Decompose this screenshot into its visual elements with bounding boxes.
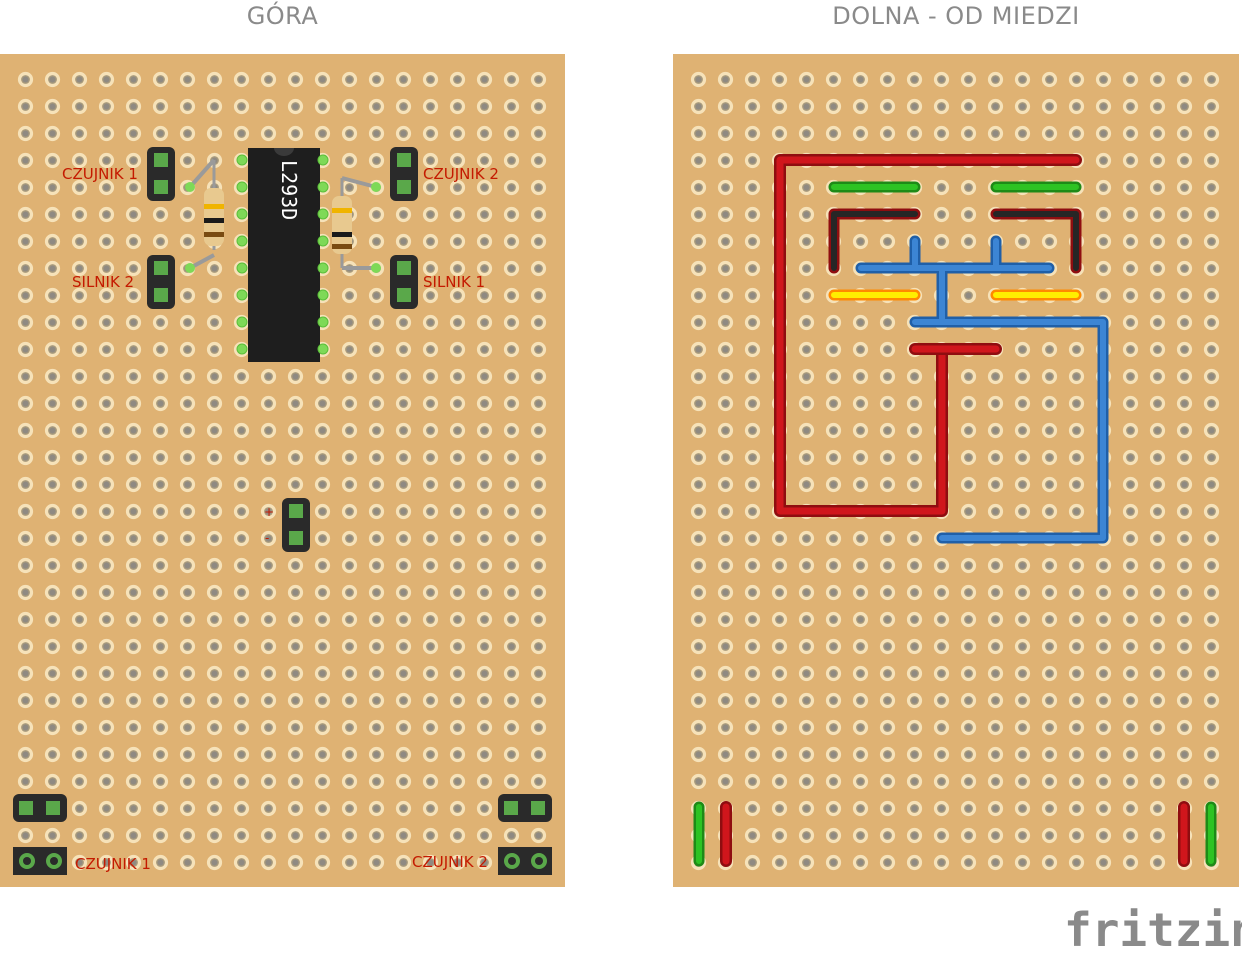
label-plus: + [264, 505, 274, 519]
bottom-board-holes [685, 66, 1225, 876]
header-czujnik1[interactable] [147, 147, 175, 201]
label-silnik2: SILNIK 2 [72, 273, 134, 291]
label-czujnik1-bottom: CZUJNIK 1 [75, 855, 151, 873]
resistor-left[interactable] [185, 158, 224, 273]
label-czujnik2: CZUJNIK 2 [423, 165, 499, 183]
chip-pins [236, 154, 329, 355]
fritzing-logo: fritzing [1064, 903, 1242, 957]
label-silnik1: SILNIK 1 [423, 273, 485, 291]
label-minus: - [265, 531, 269, 545]
label-czujnik1: CZUJNIK 1 [62, 165, 138, 183]
trace-blue[interactable] [855, 235, 1109, 544]
bottom-board [673, 54, 1239, 887]
top-board: L293D [0, 54, 565, 887]
header-silnik1[interactable] [390, 255, 418, 309]
bottom-side-title: DOLNA - OD MIEDZI [832, 2, 1080, 30]
header-power[interactable] [282, 498, 310, 552]
header-bottom-right-top[interactable] [498, 794, 552, 822]
header-czujnik2[interactable] [390, 147, 418, 201]
connector-czujnik2-bottom[interactable] [498, 847, 552, 875]
top-side-title: GÓRA [246, 2, 319, 30]
trace-black[interactable] [828, 208, 1082, 274]
header-silnik2[interactable] [147, 255, 175, 309]
trace-green[interactable] [693, 181, 1217, 867]
header-bottom-left-top[interactable] [13, 794, 67, 822]
trace-red[interactable] [774, 154, 1082, 517]
l293d-chip[interactable] [248, 148, 320, 362]
chip-label: L293D [277, 160, 301, 220]
resistor-right[interactable] [332, 176, 381, 273]
chip-notch [274, 148, 294, 156]
trace-red-bottom[interactable] [720, 801, 1190, 867]
connector-czujnik1-bottom[interactable] [13, 847, 67, 875]
label-czujnik2-bottom: CZUJNIK 2 [412, 853, 488, 871]
